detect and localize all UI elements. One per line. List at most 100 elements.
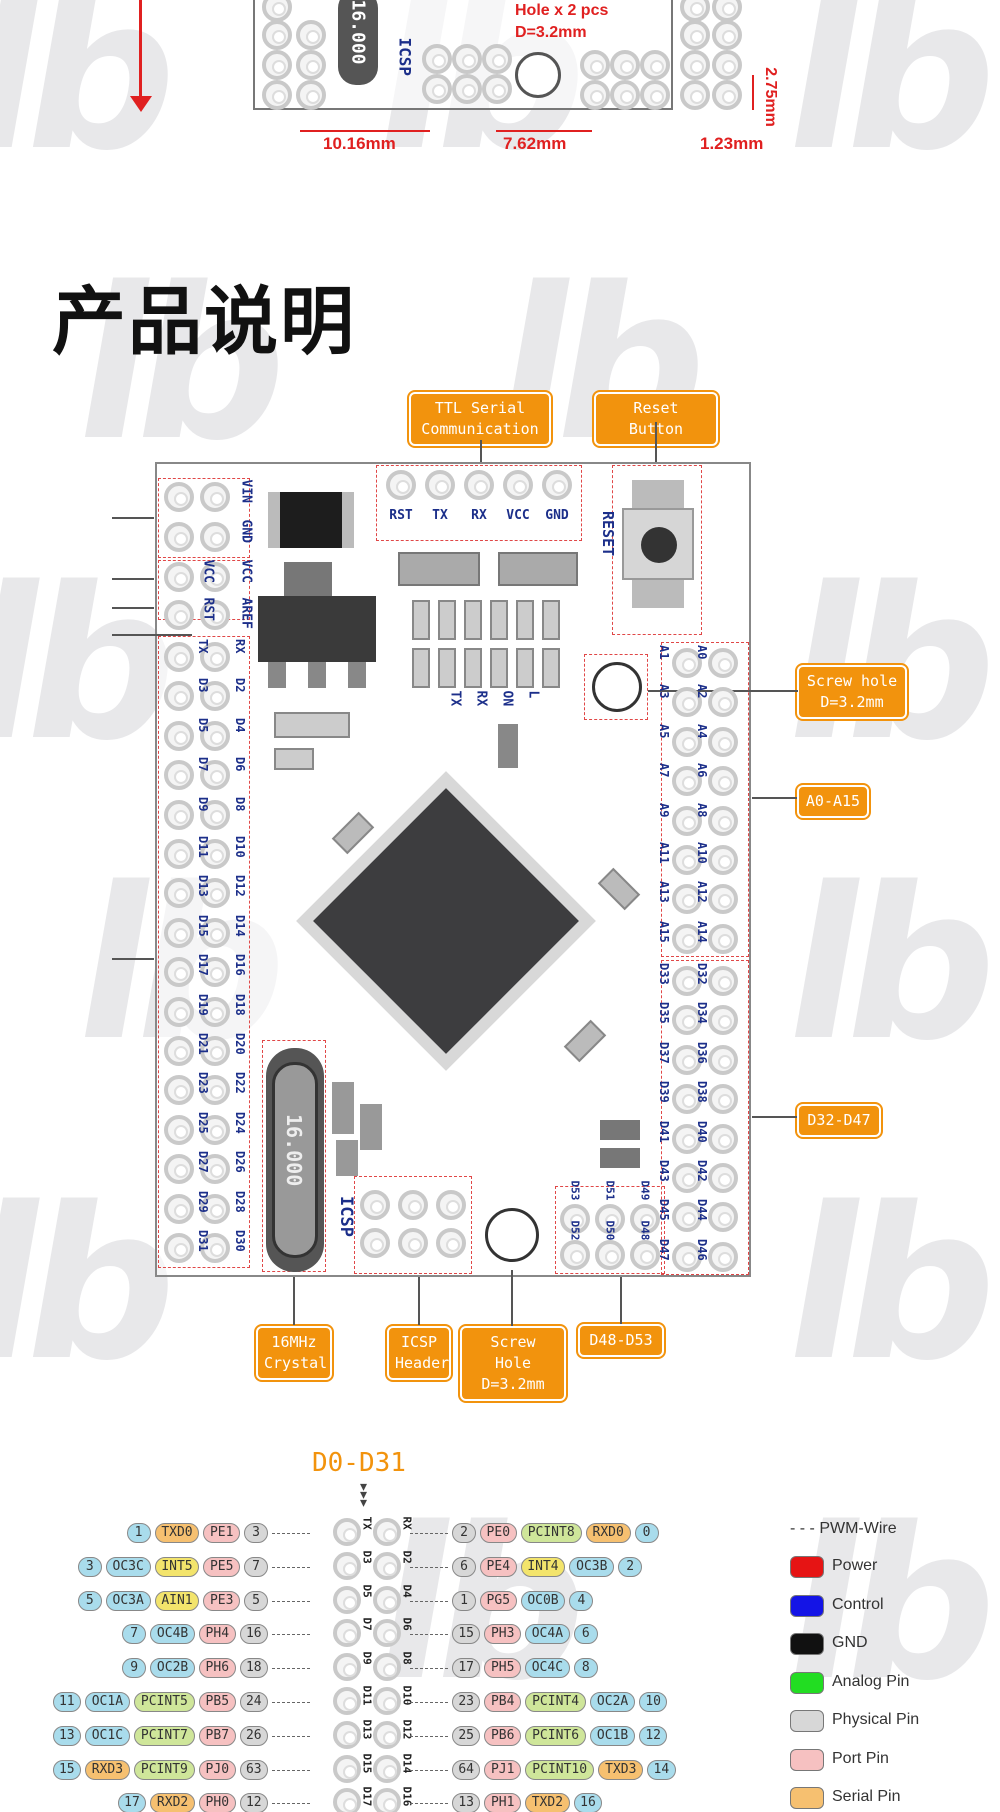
pin-d45 <box>672 1202 702 1233</box>
pin-tag: RXD0 <box>585 1523 631 1543</box>
pin-tag: OC1B <box>590 1725 635 1746</box>
pin-d23 <box>164 1075 194 1106</box>
pin-d31 <box>164 1233 194 1263</box>
silk-label: D18 <box>233 993 247 1016</box>
legend-label: Power <box>832 1557 878 1574</box>
pwm-wire <box>272 1769 310 1771</box>
silk-rst: RST <box>200 597 216 621</box>
pin-tag: 14 <box>647 1759 676 1780</box>
pin-tag: RXD3 <box>85 1759 130 1780</box>
callout-a0-a15: A0-A15 <box>797 785 869 818</box>
pin-d22 <box>200 1075 230 1106</box>
pwm-wire <box>272 1600 310 1602</box>
pin-tx <box>164 642 194 672</box>
silk-label: D10 <box>233 836 247 858</box>
watermark: lb <box>768 842 1000 1087</box>
pin-tag: OC2B <box>150 1658 195 1679</box>
silk-label: D9 <box>196 796 210 812</box>
reset-button-cap[interactable] <box>641 527 677 563</box>
pin-vin-outer <box>164 482 194 512</box>
pin-tag: 7 <box>244 1556 268 1577</box>
pin-d11 <box>164 839 194 869</box>
header-pin <box>333 1551 361 1580</box>
header-pin <box>580 80 610 110</box>
arrow-head-icon <box>130 96 152 112</box>
pin-tag: 11 <box>52 1692 81 1712</box>
leader-line <box>112 607 154 609</box>
silk-label: D11 <box>196 836 210 858</box>
pin-d38 <box>708 1084 738 1115</box>
pin-tag: PH5 <box>484 1658 521 1679</box>
pin-a10 <box>708 845 738 875</box>
pin-tag: PJ1 <box>484 1759 521 1780</box>
screw-hole <box>515 52 561 98</box>
silk-label: D13 <box>196 875 210 898</box>
silk-label: D41 <box>657 1120 671 1143</box>
led-component <box>438 648 456 688</box>
dim-2-75: 2.75mm <box>761 67 779 127</box>
pin-d7 <box>164 760 194 791</box>
silk-label: A2 <box>695 684 709 699</box>
section-title: 产品说明 <box>52 279 356 365</box>
pin-d44 <box>708 1202 738 1233</box>
callout-crystal: 16MHz Crystal <box>256 1326 332 1380</box>
silk-label: D2 <box>400 1550 414 1564</box>
icsp-pin <box>398 1190 428 1220</box>
pin-tag: OC3C <box>105 1556 151 1577</box>
legend-swatch <box>790 1710 824 1732</box>
silk-label: RX <box>233 639 247 654</box>
led-component <box>438 600 456 640</box>
pin-tag: AIN1 <box>154 1590 200 1611</box>
silk-label: A9 <box>657 802 671 818</box>
silk-label: D42 <box>695 1160 709 1182</box>
silk-led-tx: TX <box>447 690 463 707</box>
ttl-header-group <box>376 465 582 541</box>
header-pin <box>262 50 292 80</box>
callout-d48-d53: D48-D53 <box>578 1324 664 1357</box>
pwm-wire <box>272 1566 310 1568</box>
pin-d30 <box>200 1233 230 1263</box>
silk-label: D21 <box>196 1033 210 1055</box>
silk-led-l: L <box>525 690 541 699</box>
silk-label: D16 <box>233 954 247 976</box>
pin-ttl-vcc <box>503 470 533 500</box>
pin-d19 <box>164 996 194 1027</box>
pin-a7 <box>672 766 702 797</box>
pin-d52 <box>560 1240 590 1270</box>
led-component <box>464 648 482 688</box>
reset-button-housing[interactable] <box>622 508 694 580</box>
smd-component <box>360 1104 382 1150</box>
pwm-wire <box>410 1702 448 1703</box>
header-pin <box>373 1754 401 1783</box>
pin-tag: 2 <box>452 1523 476 1543</box>
crystal-can <box>272 1062 318 1258</box>
silk-label: D29 <box>196 1190 210 1213</box>
screw-hole-group <box>584 654 648 720</box>
pin-a2 <box>708 687 738 718</box>
header-pin <box>333 1653 361 1682</box>
silk-label: RX <box>471 508 487 523</box>
silk-label: D13 <box>360 1719 374 1740</box>
silk-label: D16 <box>400 1786 414 1807</box>
power-pin-group <box>158 478 250 558</box>
dimension-arrow-vertical <box>139 0 142 108</box>
pin-tag: 2 <box>618 1556 643 1577</box>
legend-pwm-label: PWM-Wire <box>819 1520 897 1537</box>
silk-label: A0 <box>695 645 709 660</box>
leader-line <box>112 517 154 519</box>
pin-d10 <box>200 839 230 869</box>
pin-d20 <box>200 1036 230 1066</box>
pin-tag: 12 <box>639 1725 668 1746</box>
silk-label: A4 <box>695 723 709 739</box>
pin-d5 <box>164 720 194 751</box>
dim-line <box>752 75 754 110</box>
pin-tag: 16 <box>573 1793 603 1812</box>
dim-7-62: 7.62mm <box>503 134 567 153</box>
silk-label: D3 <box>196 678 210 693</box>
silk-label: D25 <box>196 1111 210 1134</box>
pin-tag: 7 <box>122 1624 147 1645</box>
callout-screw-hole-right: Screw hole D=3.2mm <box>797 665 907 719</box>
pin-gnd-outer <box>164 522 194 552</box>
header-pin <box>373 1518 401 1546</box>
pin-tag: 16 <box>239 1624 268 1645</box>
